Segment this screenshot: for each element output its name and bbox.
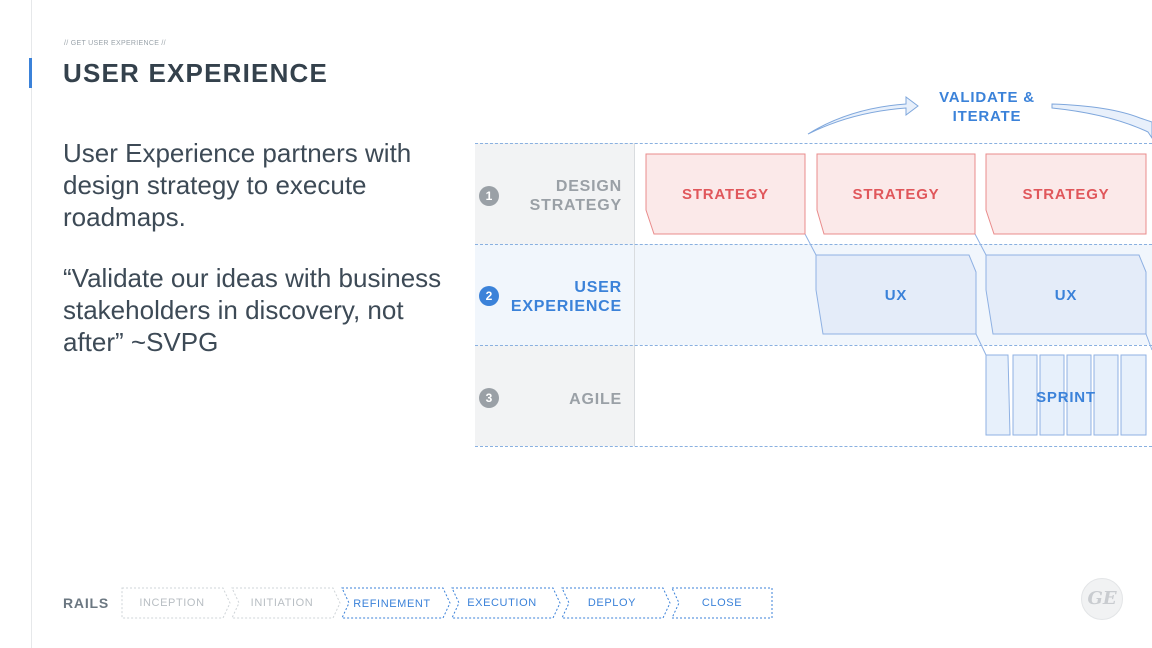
sprint-box xyxy=(1093,354,1119,436)
page-title: USER EXPERIENCE xyxy=(63,58,329,88)
validate-iterate-label: VALIDATE & ITERATE xyxy=(939,89,1035,125)
sprint-boxes xyxy=(985,354,1147,436)
strategy-label-3: STRATEGY xyxy=(1022,186,1110,203)
strategy-block-2 xyxy=(816,153,976,235)
rail-step-inception xyxy=(121,587,231,619)
sprint-box xyxy=(1012,354,1038,436)
row-divider-1 xyxy=(475,244,1152,245)
sprint-label: SPRINT xyxy=(1036,389,1096,406)
breadcrumb: // GET USER EXPERIENCE // xyxy=(64,40,166,47)
rail-step-initiation xyxy=(231,587,341,619)
sprint-box xyxy=(985,354,1011,436)
column-divider xyxy=(634,143,635,446)
rails-chevrons xyxy=(121,587,773,619)
rail-label-inception[interactable]: INCEPTION xyxy=(139,597,205,609)
strategy-block-3 xyxy=(985,153,1147,235)
rail-label-refinement[interactable]: REFINEMENT xyxy=(353,598,431,610)
rail-step-refinement xyxy=(341,587,451,619)
row-divider-top xyxy=(475,143,1152,144)
row-number-1: 1 xyxy=(479,186,499,206)
ge-logo-icon: GE xyxy=(1081,578,1123,620)
rail-step-execution xyxy=(451,587,561,619)
row-label-user-experience: USER EXPERIENCE xyxy=(510,279,622,315)
rail-label-execution[interactable]: EXECUTION xyxy=(467,597,537,609)
strategy-label-1: STRATEGY xyxy=(682,186,769,203)
strategy-label-2: STRATEGY xyxy=(852,186,940,203)
left-margin-rule xyxy=(31,0,32,648)
rail-step-deploy xyxy=(561,587,671,619)
rail-label-initiation[interactable]: INITIATION xyxy=(250,597,314,609)
row-number-2: 2 xyxy=(479,286,499,306)
ux-label-1: UX xyxy=(884,287,908,304)
row-label-design-strategy: DESIGN STRATEGY xyxy=(529,178,622,214)
sprint-box xyxy=(1039,354,1065,436)
strategy-block-1 xyxy=(645,153,806,235)
rails-label: RAILS xyxy=(63,595,109,611)
quote-paragraph: “Validate our ideas with business stakeh… xyxy=(63,263,442,357)
row-divider-bottom xyxy=(475,446,1152,447)
rail-label-close[interactable]: CLOSE xyxy=(701,597,743,609)
row-label-agile: AGILE xyxy=(569,391,622,408)
iterate-arrow-right-icon xyxy=(1051,103,1152,139)
title-accent-bar xyxy=(29,58,32,88)
row-number-3: 3 xyxy=(479,388,499,408)
sprint-box xyxy=(1120,354,1147,436)
ux-label-2: UX xyxy=(1054,287,1078,304)
iterate-arrow-left-icon xyxy=(807,96,919,135)
intro-paragraph: User Experience partners with design str… xyxy=(63,138,412,232)
rail-label-deploy[interactable]: DEPLOY xyxy=(587,597,637,609)
rail-step-close xyxy=(671,587,773,619)
row-divider-2 xyxy=(475,345,1152,346)
sprint-box xyxy=(1066,354,1092,436)
